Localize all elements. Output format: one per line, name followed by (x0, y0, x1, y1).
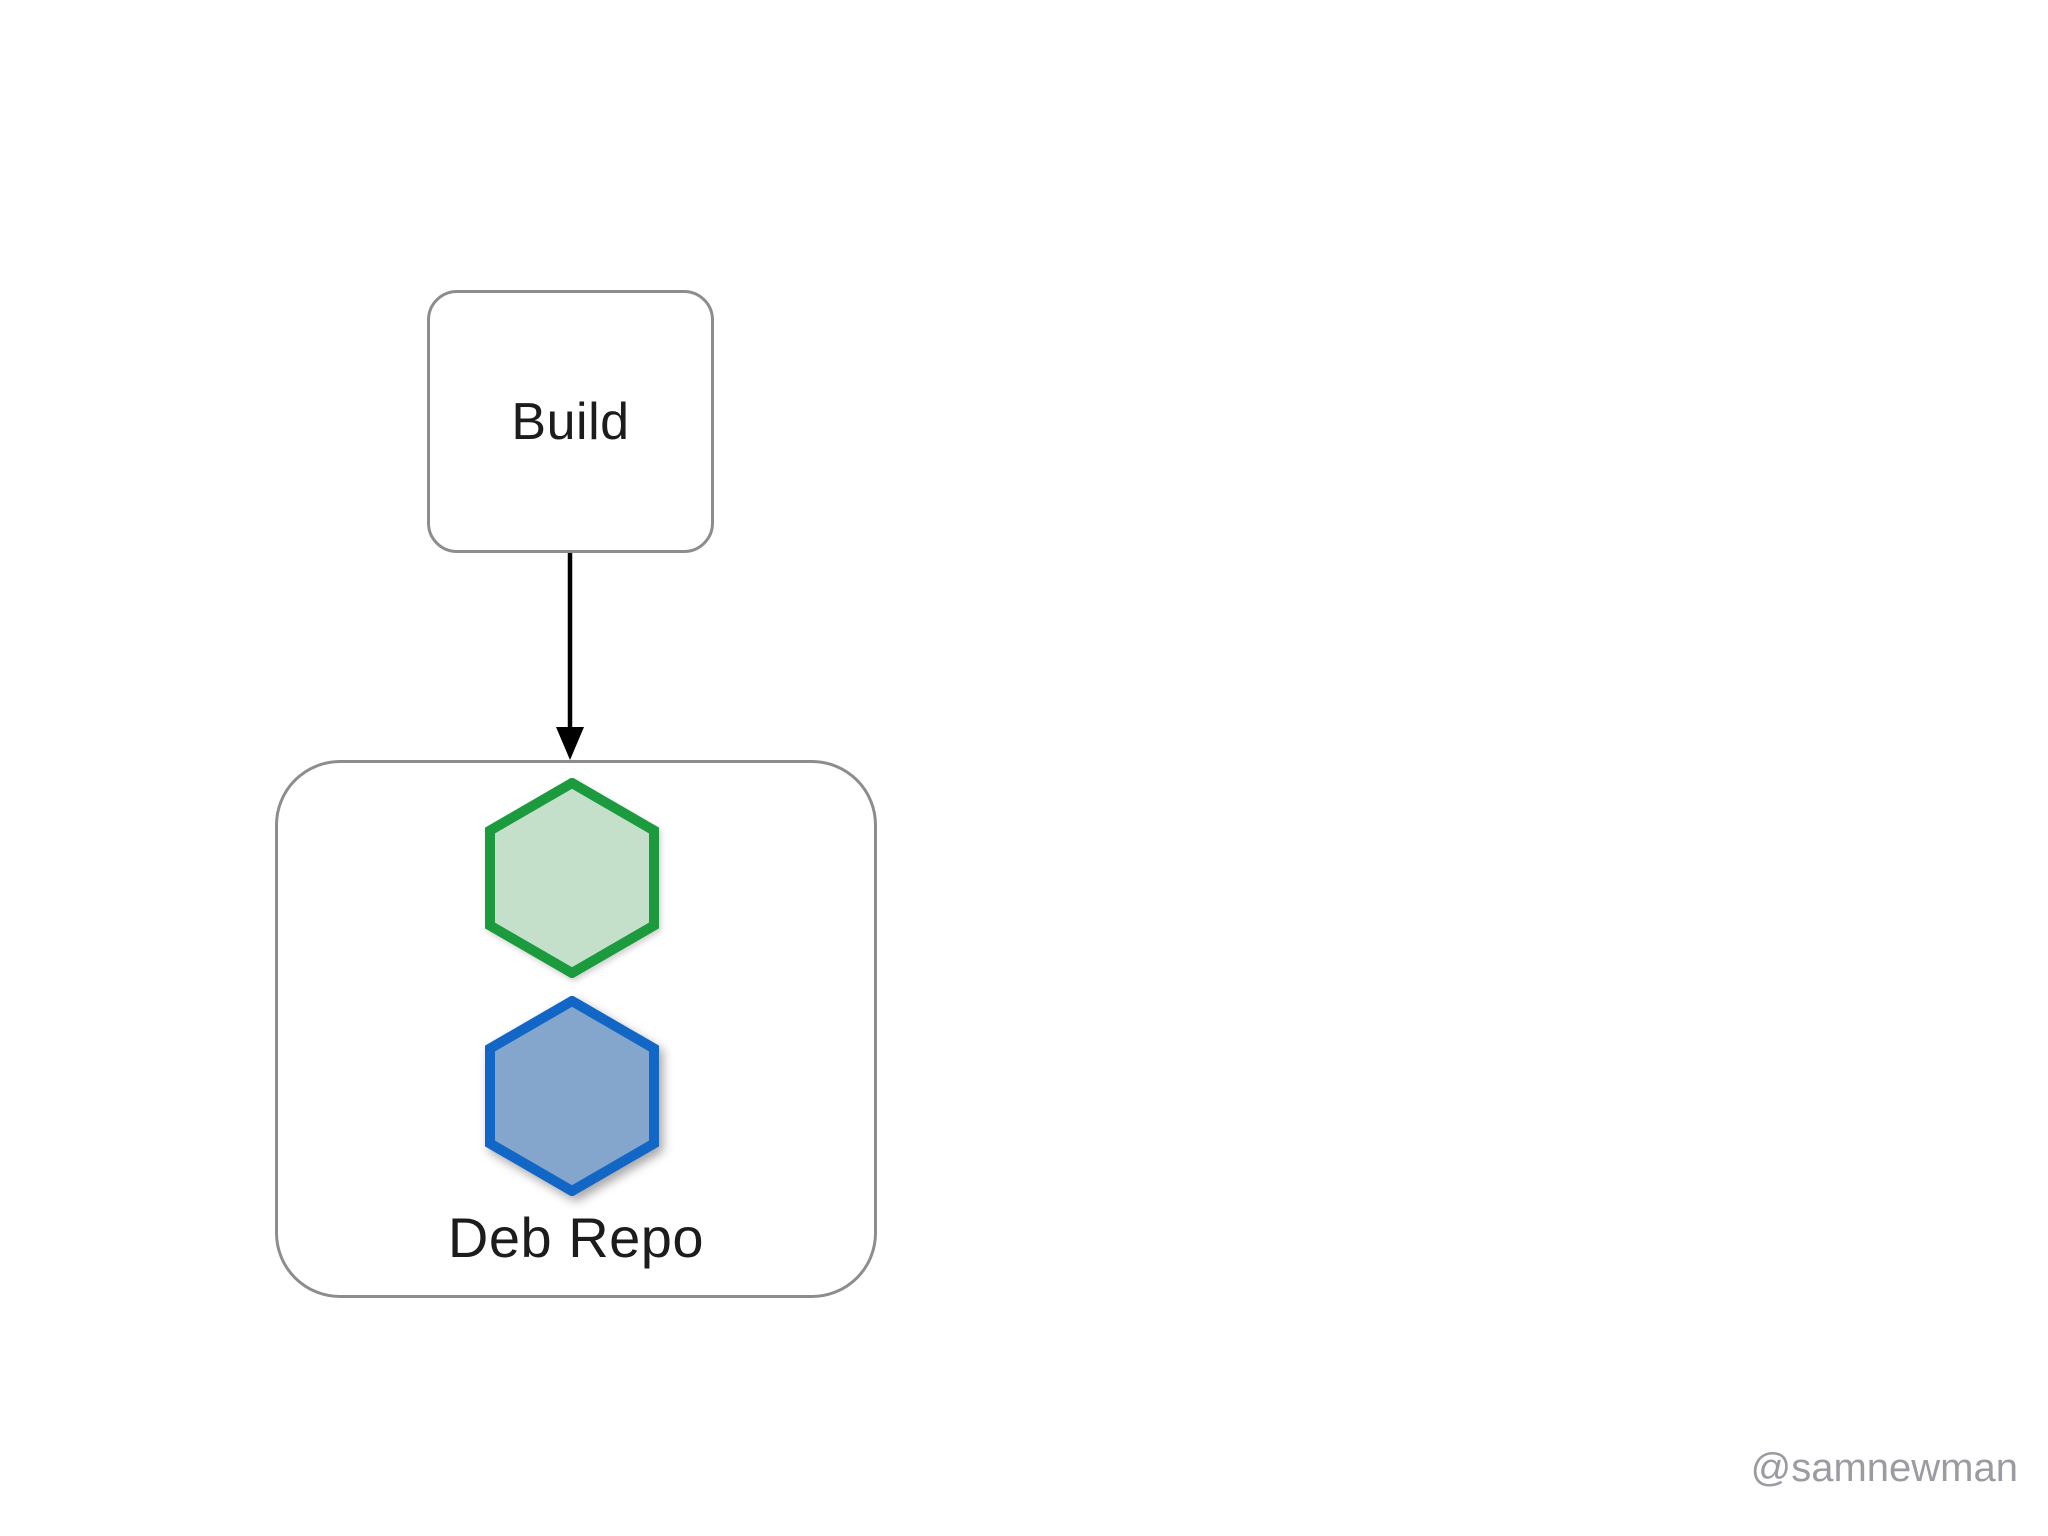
build-node-label: Build (511, 392, 630, 451)
green-package-hexagon-icon (485, 778, 659, 978)
watermark-handle: @samnewman (1750, 1446, 2018, 1490)
deb-repo-node-label: Deb Repo (447, 1206, 705, 1269)
build-node: Build (427, 290, 714, 553)
arrow-build-to-debrepo-icon (556, 553, 584, 760)
blue-package-hexagon-icon (485, 996, 659, 1196)
green-package-hexagon-shape (485, 778, 659, 978)
arrow-head (556, 727, 584, 760)
blue-package-hexagon-shape (485, 996, 659, 1196)
